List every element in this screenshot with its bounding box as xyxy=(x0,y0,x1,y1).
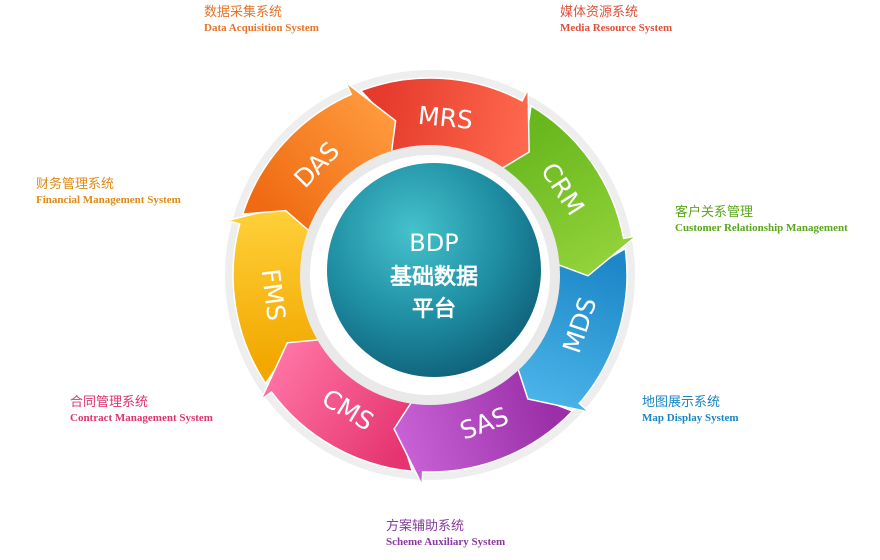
label-sas: 方案辅助系统 Scheme Auxiliary System xyxy=(386,519,505,549)
label-mrs-zh: 媒体资源系统 xyxy=(560,5,639,20)
label-cms-en: Contract Management System xyxy=(70,412,213,424)
center-subtitle-line1: 基础数据 xyxy=(390,264,478,290)
label-das: 数据采集系统 Data Acquisition System xyxy=(204,5,319,35)
label-fms-en: Financial Management System xyxy=(36,194,181,206)
label-mds: 地图展示系统 Map Display System xyxy=(642,395,739,425)
label-mds-en: Map Display System xyxy=(642,412,739,424)
label-das-zh: 数据采集系统 xyxy=(204,5,283,20)
label-mrs-en: Media Resource System xyxy=(560,22,673,34)
segment-code-fms: FMS xyxy=(256,267,291,322)
center-hub: BDP 基础数据 平台 xyxy=(300,145,560,405)
center-title: BDP xyxy=(409,229,458,257)
label-mds-zh: 地图展示系统 xyxy=(642,395,721,410)
label-fms: 财务管理系统 Financial Management System xyxy=(36,177,181,207)
label-sas-en: Scheme Auxiliary System xyxy=(386,536,506,548)
label-mrs: 媒体资源系统 Media Resource System xyxy=(560,5,672,35)
label-sas-zh: 方案辅助系统 xyxy=(386,519,465,534)
center-subtitle-line2: 平台 xyxy=(412,296,456,322)
center-circle xyxy=(327,163,541,377)
label-crm-en: Customer Relationship Management xyxy=(675,222,848,234)
segment-code-mrs: MRS xyxy=(417,101,474,135)
label-crm-zh: 客户关系管理 xyxy=(675,205,754,220)
label-cms-zh: 合同管理系统 xyxy=(70,395,149,410)
label-das-en: Data Acquisition System xyxy=(204,22,319,34)
label-crm: 客户关系管理 Customer Relationship Management xyxy=(675,205,848,235)
label-cms: 合同管理系统 Contract Management System xyxy=(70,395,213,425)
label-fms-zh: 财务管理系统 xyxy=(36,177,115,192)
